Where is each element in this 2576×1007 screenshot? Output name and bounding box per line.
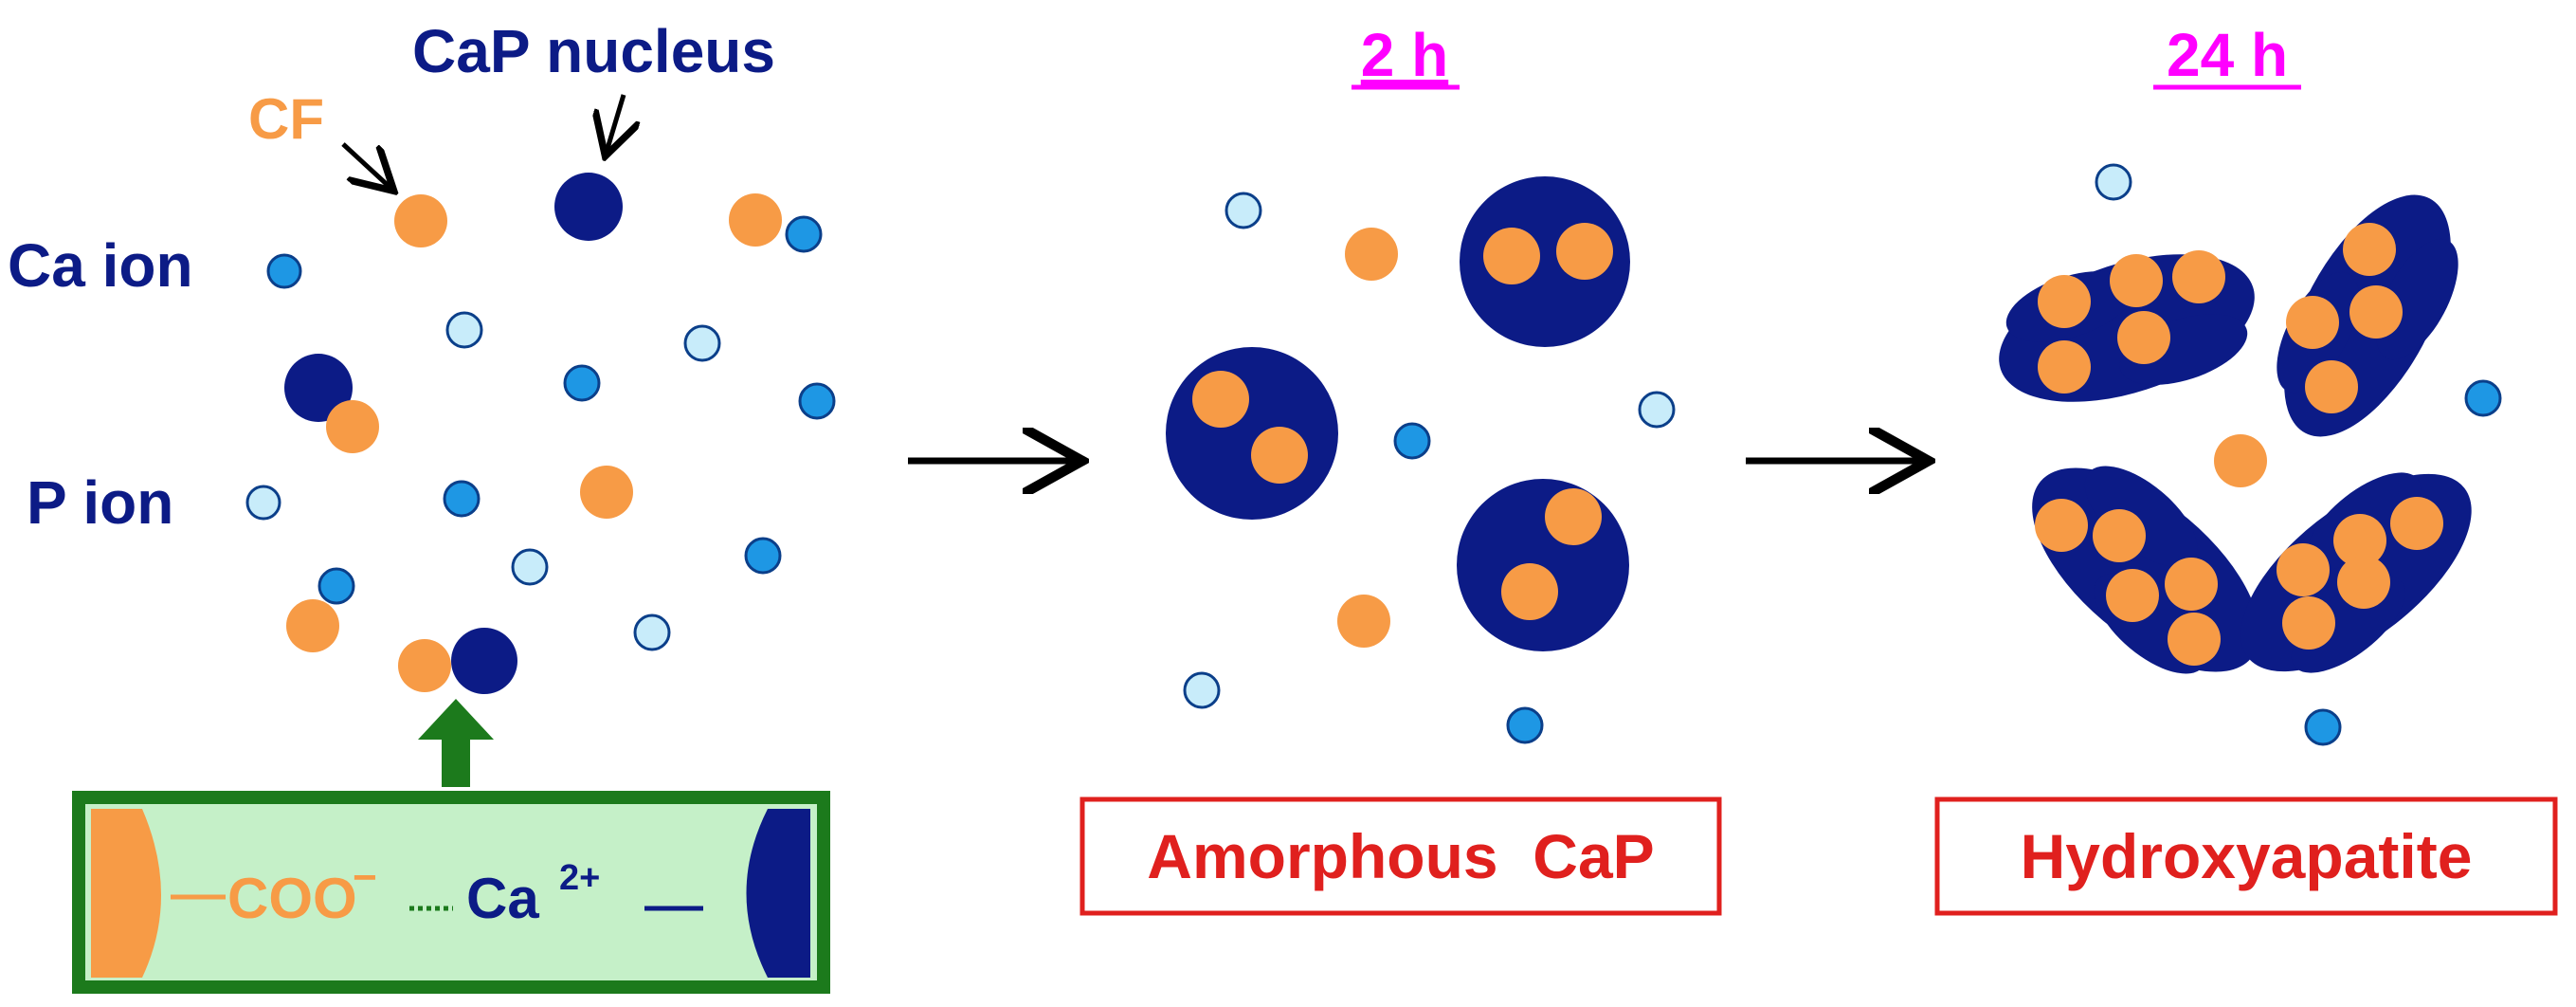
- p-ion: [1638, 391, 1676, 429]
- ca-ion: [2464, 379, 2502, 417]
- carboxylate-ca-bond-box: COO − Ca 2+: [72, 791, 830, 994]
- p-ion-legend-marker: [245, 485, 281, 521]
- ca-ion: [2304, 708, 2342, 746]
- cf-particle: [2277, 543, 2330, 596]
- cf-particle: [286, 599, 339, 652]
- cf-particle: [2305, 360, 2358, 413]
- amorphous-cap-label: Amorphous CaP: [1147, 821, 1654, 891]
- ca-charge: 2+: [559, 858, 600, 898]
- cf-particle: [2093, 509, 2146, 562]
- cf-particle: [394, 194, 447, 247]
- cf-particle: [2165, 558, 2218, 611]
- cf-label: CF: [248, 87, 324, 151]
- amorphous-cap-cluster: [1166, 347, 1338, 520]
- p-ion: [2095, 163, 2132, 201]
- ca-ion: [563, 364, 601, 402]
- ca-ion: [317, 567, 355, 605]
- amorphous-cap-cluster: [1460, 176, 1630, 347]
- cf-particle: [2168, 613, 2221, 666]
- ca-ion: [1393, 422, 1431, 460]
- cf-cap-half: [91, 809, 161, 978]
- p-ion: [445, 311, 483, 349]
- cf-particle: [2110, 254, 2163, 307]
- cf-pointer-arrow: [341, 142, 390, 188]
- p-ion: [1183, 671, 1221, 709]
- cf-particle: [2106, 569, 2159, 622]
- ca-ion-label: Ca ion: [8, 231, 193, 300]
- amorphous-cap-box: [1079, 796, 1722, 916]
- ca-ion: [1506, 706, 1544, 744]
- cf-particle: [2117, 311, 2170, 364]
- p-ion: [633, 613, 671, 651]
- nucleus-cap-half: [746, 809, 810, 978]
- cf-particle: [2282, 596, 2335, 650]
- cf-particle: [2337, 556, 2390, 609]
- cf-particle: [1345, 228, 1398, 281]
- cf-particle: [1483, 228, 1540, 284]
- cf-particle: [1337, 595, 1390, 648]
- p-ion: [683, 324, 721, 362]
- cf-particle: [2390, 497, 2443, 550]
- hydroxyapatite-label: Hydroxyapatite: [2021, 821, 2473, 891]
- cf-particle: [2349, 285, 2403, 339]
- cf-particle: [2333, 514, 2386, 567]
- coo-charge: −: [353, 854, 377, 901]
- coo-label: COO: [227, 867, 357, 930]
- cap-nucleus-label: CaP nucleus: [412, 17, 775, 85]
- cf-particle: [398, 639, 451, 692]
- time-label-24h: 24 h: [2167, 21, 2288, 89]
- ca-ion: [443, 480, 481, 518]
- cf-particle: [1556, 223, 1613, 280]
- cap-nucleus-with-cf: [284, 354, 353, 422]
- cap-nucleus-with-cf: [451, 628, 517, 694]
- cf-particle: [2286, 296, 2339, 349]
- cf-particle: [1545, 488, 1602, 545]
- green-up-arrow: [418, 699, 494, 787]
- time-label-2h: 2 h: [1361, 21, 1448, 89]
- cf-particle: [1192, 371, 1249, 428]
- ca-ion-legend-marker: [266, 253, 302, 289]
- ca-bond-label: Ca: [466, 867, 539, 930]
- ca-ion: [785, 215, 823, 253]
- cf-particle: [2038, 340, 2091, 394]
- p-ion: [511, 548, 549, 586]
- cf-particle: [326, 400, 379, 453]
- cf-particle: [1501, 563, 1558, 620]
- p-ion: [1225, 192, 1262, 229]
- two-hour-panel: 2 h Amorphous CaP: [1079, 21, 1722, 916]
- cf-particle: [2172, 250, 2225, 303]
- cap-nucleus: [554, 173, 623, 241]
- twenty-four-hour-panel: 24 h: [1934, 21, 2558, 916]
- hydroxyapatite-box: [1934, 796, 2558, 916]
- initial-state-panel: CF CaP nucleus Ca ion P ion: [8, 17, 836, 994]
- cf-particle: [580, 466, 633, 519]
- cf-particle: [2038, 275, 2091, 328]
- ca-ion: [798, 382, 836, 420]
- nucleus-pointer-arrow: [607, 94, 624, 152]
- cf-particle: [729, 193, 782, 247]
- cf-particle: [1251, 427, 1308, 484]
- amorphous-cap-cluster: [1457, 479, 1629, 651]
- ca-ion: [744, 537, 782, 575]
- cf-particle: [2035, 499, 2088, 552]
- p-ion-label: P ion: [27, 468, 173, 537]
- cf-particle: [2214, 434, 2267, 487]
- cf-particle: [2343, 223, 2396, 276]
